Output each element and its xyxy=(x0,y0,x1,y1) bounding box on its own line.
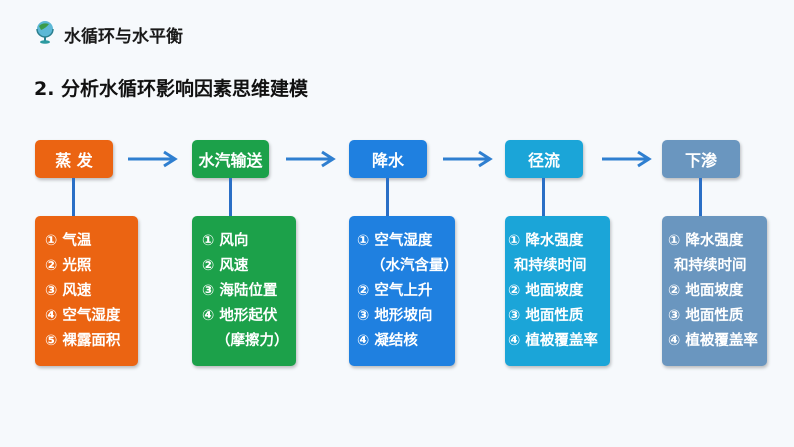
factor-item: ② 空气上升 xyxy=(357,282,433,299)
factor-item: ④ 植被覆盖率 xyxy=(668,332,758,349)
factor-item: ② 光照 xyxy=(45,257,92,274)
globe-logo-icon xyxy=(36,21,54,44)
factors-box-infiltration: ① 降水强度和持续时间 ② 地面坡度 ③ 地面性质 ④ 植被覆盖率 xyxy=(662,216,767,366)
factor-item: ④ 地形起伏 xyxy=(202,307,278,324)
connector-line xyxy=(386,178,389,216)
factor-item: 和持续时间 xyxy=(674,257,747,274)
stage-title-transport: 水汽输送 xyxy=(192,140,269,178)
connector-line xyxy=(72,178,75,216)
connector-line xyxy=(542,178,545,216)
factor-item: ③ 地面性质 xyxy=(668,307,744,324)
factor-item: ④ 凝结核 xyxy=(357,332,418,349)
factor-item: ① 风向 xyxy=(202,232,249,249)
stage-title-precipitation: 降水 xyxy=(349,140,427,178)
flow-arrow-icon xyxy=(286,150,336,168)
stage-title-infiltration: 下渗 xyxy=(662,140,740,178)
topic-title: 水循环与水平衡 xyxy=(64,27,183,47)
factors-box-evaporation: ① 气温 ② 光照 ③ 风速 ④ 空气湿度 ⑤ 裸露面积 xyxy=(35,216,138,366)
factor-item: ① 降水强度 xyxy=(508,232,584,249)
stage-title-evaporation: 蒸 发 xyxy=(35,140,113,178)
connector-line xyxy=(229,178,232,216)
factor-item: （水汽含量） xyxy=(371,257,458,274)
flow-arrow-icon xyxy=(602,150,652,168)
factors-box-precipitation: ① 空气湿度 （水汽含量） ② 空气上升 ③ 地形坡向 ④ 凝结核 xyxy=(349,216,458,366)
factor-item: ② 地面坡度 xyxy=(668,282,744,299)
factor-item: 和持续时间 xyxy=(514,257,587,274)
factor-item: ③ 风速 xyxy=(45,282,92,299)
factor-item: （摩擦力） xyxy=(216,332,289,349)
factor-item: ④ 空气湿度 xyxy=(45,307,121,324)
factor-item: ① 气温 xyxy=(45,232,92,249)
factor-item: ③ 地形坡向 xyxy=(357,307,433,324)
factor-item: ② 风速 xyxy=(202,257,249,274)
factors-box-transport: ① 风向 ② 风速 ③ 海陆位置 ④ 地形起伏 （摩擦力） xyxy=(192,216,296,366)
flow-arrow-icon xyxy=(128,150,178,168)
stage-title-runoff: 径流 xyxy=(505,140,583,178)
factor-item: ② 地面坡度 xyxy=(508,282,584,299)
factor-item: ⑤ 裸露面积 xyxy=(45,332,121,349)
flow-arrow-icon xyxy=(443,150,493,168)
factors-box-runoff: ① 降水强度和持续时间 ② 地面坡度 ③ 地面性质 ④ 植被覆盖率 xyxy=(505,216,610,366)
factor-item: ③ 海陆位置 xyxy=(202,282,278,299)
factor-item: ① 降水强度 xyxy=(668,232,744,249)
factor-item: ① 空气湿度 xyxy=(357,232,433,249)
connector-line xyxy=(699,178,702,216)
factor-item: ③ 地面性质 xyxy=(508,307,584,324)
factor-item: ④ 植被覆盖率 xyxy=(508,332,598,349)
section-heading: 2. 分析水循环影响因素思维建模 xyxy=(34,78,309,100)
